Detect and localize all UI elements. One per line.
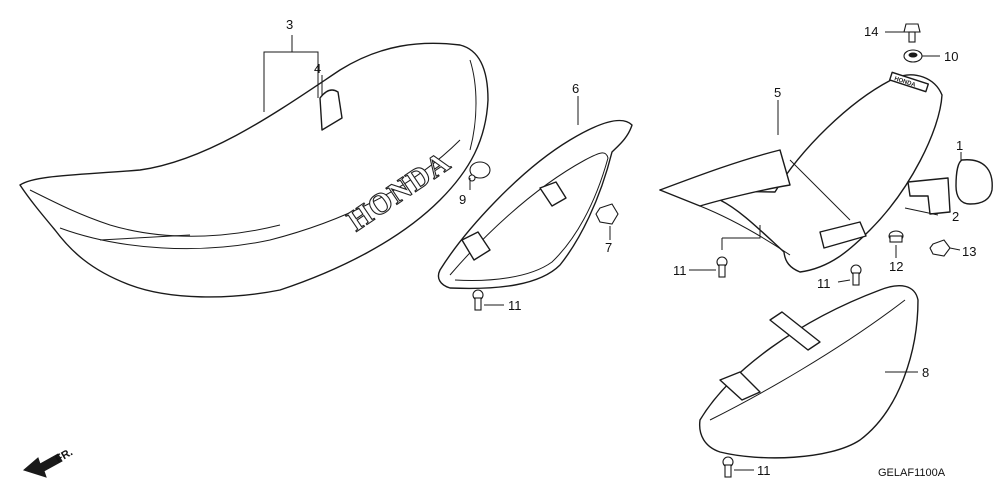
callout-14: 14 bbox=[864, 24, 878, 39]
callout-11-a: 11 bbox=[508, 298, 522, 313]
callout-2: 2 bbox=[952, 209, 959, 224]
reflector-assembly bbox=[907, 159, 993, 215]
callout-11-c: 11 bbox=[817, 276, 831, 291]
callout-11-d: 11 bbox=[757, 463, 771, 478]
screw-11c bbox=[850, 264, 862, 286]
side-panel bbox=[698, 284, 919, 459]
screw-11a bbox=[472, 289, 484, 311]
side-cover bbox=[437, 119, 633, 290]
callout-13: 13 bbox=[962, 244, 976, 259]
callout-4: 4 bbox=[314, 61, 321, 76]
callout-11-b: 11 bbox=[673, 263, 687, 278]
screw-11d bbox=[722, 456, 734, 478]
callout-12: 12 bbox=[889, 259, 903, 274]
seat-emblem bbox=[319, 89, 343, 131]
callout-7: 7 bbox=[605, 240, 612, 255]
front-label: FR. bbox=[54, 446, 75, 465]
front-arrow-icon bbox=[22, 453, 63, 478]
callout-1: 1 bbox=[956, 138, 963, 153]
nut-7 bbox=[595, 203, 619, 225]
callout-10: 10 bbox=[944, 49, 958, 64]
diagram-code: GELAF1100A bbox=[878, 467, 946, 479]
front-direction-indicator: FR. bbox=[22, 446, 75, 478]
callout-8: 8 bbox=[922, 365, 929, 380]
rear-fender: HONDA bbox=[659, 71, 943, 273]
callout-3: 3 bbox=[286, 17, 293, 32]
nut-12 bbox=[888, 230, 904, 243]
callout-9: 9 bbox=[459, 192, 466, 207]
bolt-14 bbox=[903, 23, 921, 43]
callouts: 3 4 6 5 14 10 1 2 9 7 12 13 11 11 11 11 … bbox=[286, 17, 976, 478]
screw-11b bbox=[716, 256, 728, 278]
leader-lines bbox=[263, 31, 962, 471]
callout-5: 5 bbox=[774, 85, 781, 100]
nut-13 bbox=[929, 239, 951, 257]
callout-6: 6 bbox=[572, 81, 579, 96]
washer-10 bbox=[903, 49, 923, 63]
grommet-9 bbox=[468, 161, 491, 182]
seat: HONDA bbox=[19, 42, 489, 298]
